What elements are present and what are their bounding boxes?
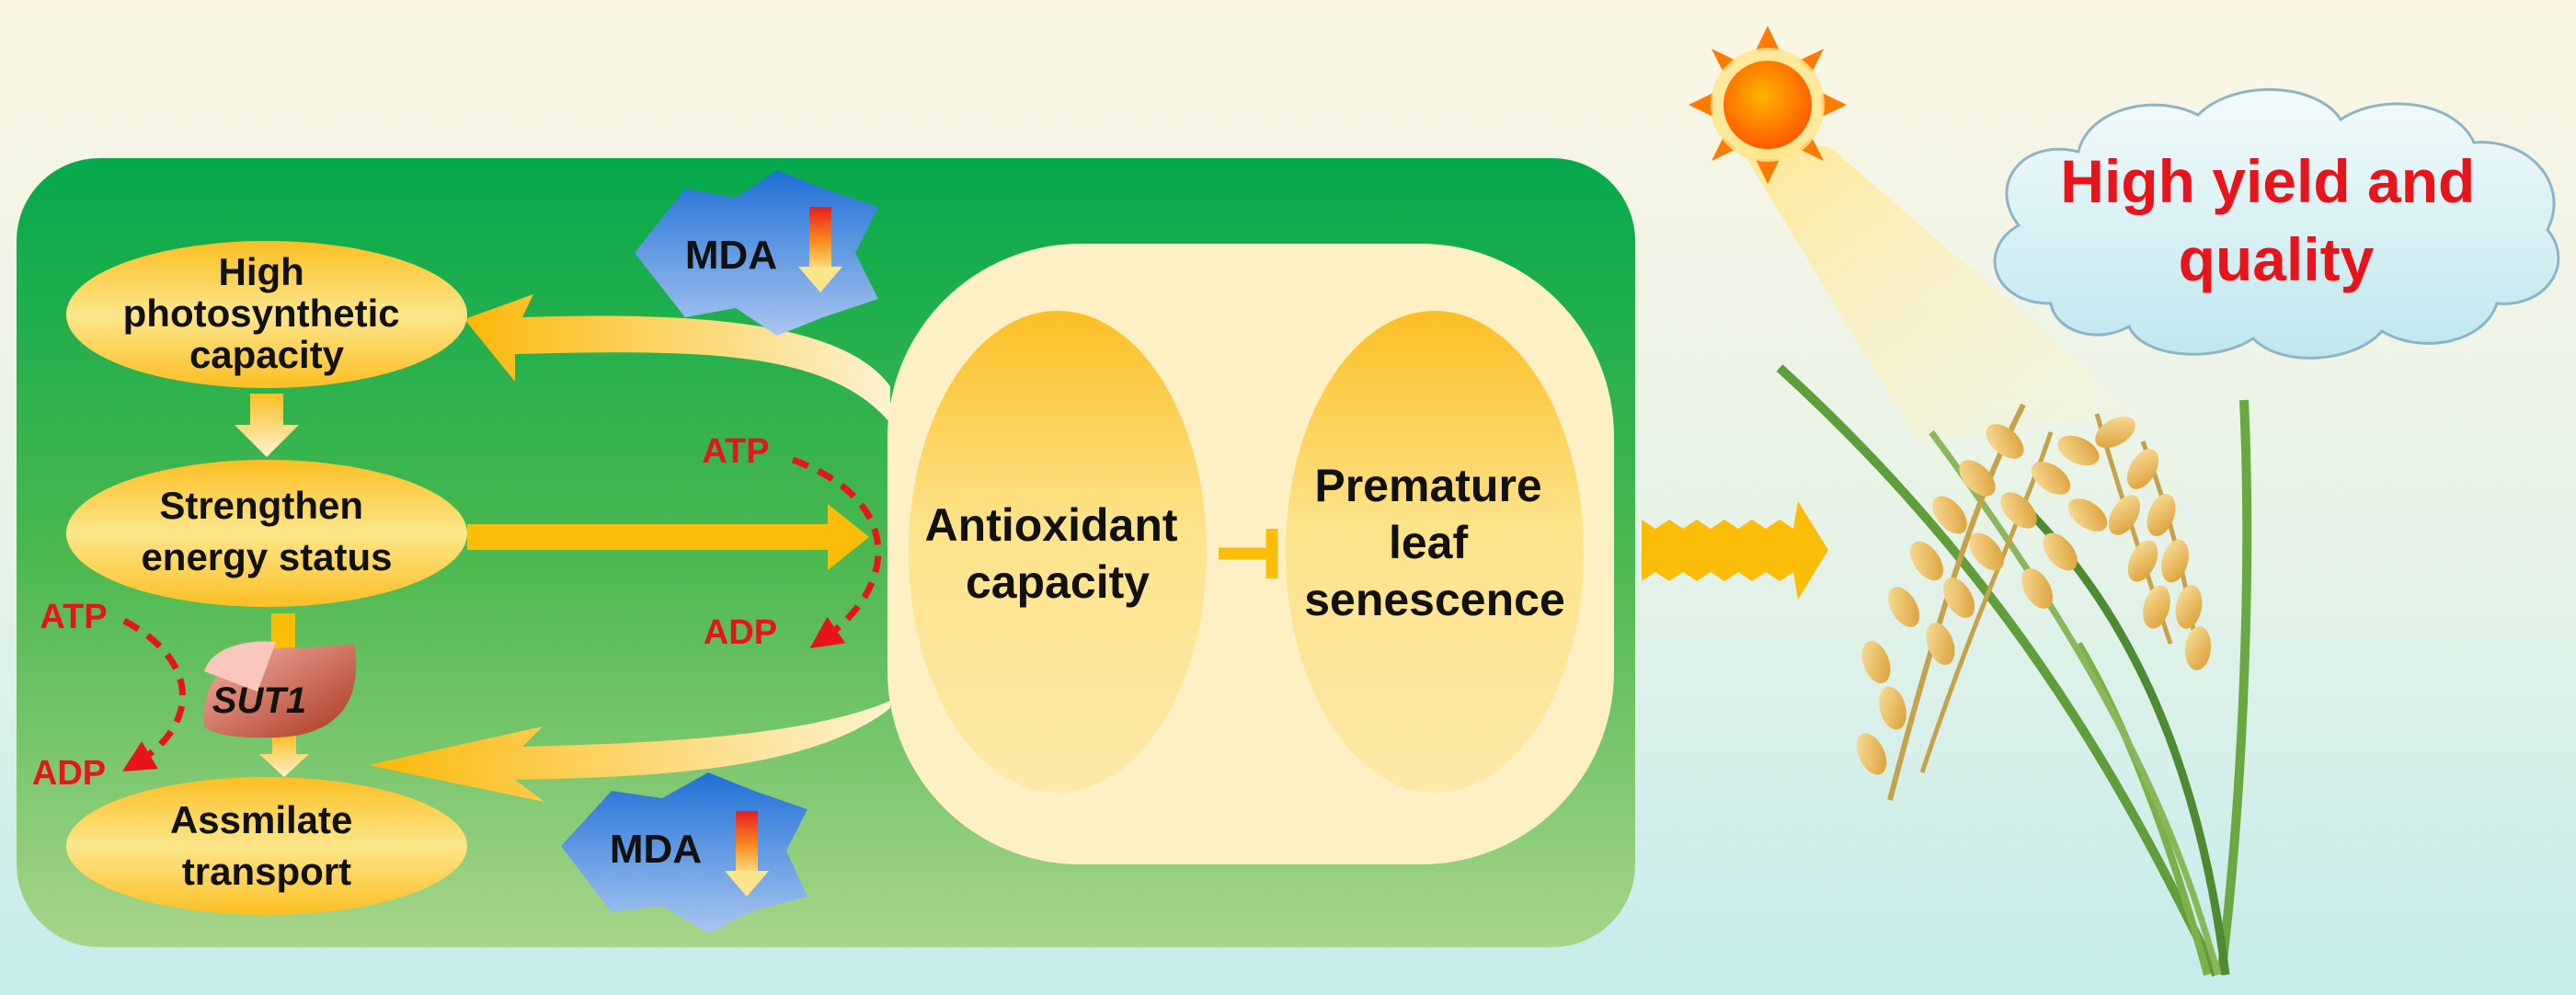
adp-left-label: ADP <box>32 754 106 793</box>
senescence-oval <box>1286 311 1584 793</box>
assimilate-node <box>66 777 467 915</box>
curved-arrow-bottom <box>368 701 890 802</box>
photosynthetic-label: High photosynthetic capacity <box>123 250 411 376</box>
svg-text:MDA: MDA <box>685 233 777 278</box>
antioxidant-label: Antioxidant capacity <box>925 499 1191 608</box>
senescence-label: Premature leaf senescence <box>1304 460 1565 625</box>
atp-center-label: ATP <box>702 432 769 471</box>
sut1-transporter-icon <box>203 641 357 738</box>
cloud-icon <box>1993 88 2560 360</box>
inhibition-icon <box>1219 529 1278 578</box>
antioxidant-oval <box>909 311 1207 793</box>
rice-plant-icon <box>1776 364 2252 978</box>
mda-badge-top: MDA <box>635 170 878 336</box>
photosynthetic-to-energy-arrow <box>235 394 299 457</box>
left-atp-adp-arrow <box>121 617 186 772</box>
adp-center-label: ADP <box>704 613 777 652</box>
energy-label: Strengthen energy status <box>141 484 392 578</box>
center-atp-adp-arrow <box>791 456 882 648</box>
atp-left-label: ATP <box>40 598 107 636</box>
sut1-label: SUT1 <box>212 680 306 721</box>
sun-beam <box>1729 129 2138 441</box>
assimilate-label: Assmilate transport <box>170 798 363 893</box>
mda-down-arrow-icon <box>798 207 842 292</box>
photosynthetic-node <box>66 241 467 388</box>
curved-arrow-top <box>464 294 890 423</box>
svg-text:MDA: MDA <box>610 827 702 872</box>
energy-node <box>66 460 467 607</box>
sut1-to-assimilate-arrow <box>259 736 309 777</box>
mda-down-arrow-icon <box>725 811 769 897</box>
mda-badge-bottom: MDA <box>561 772 807 933</box>
energy-to-antioxidant-arrow <box>467 504 869 570</box>
outcome-arrow <box>1642 501 1828 600</box>
outcome-label: High yield and quality <box>2060 147 2491 293</box>
sun-icon <box>1689 26 1847 184</box>
